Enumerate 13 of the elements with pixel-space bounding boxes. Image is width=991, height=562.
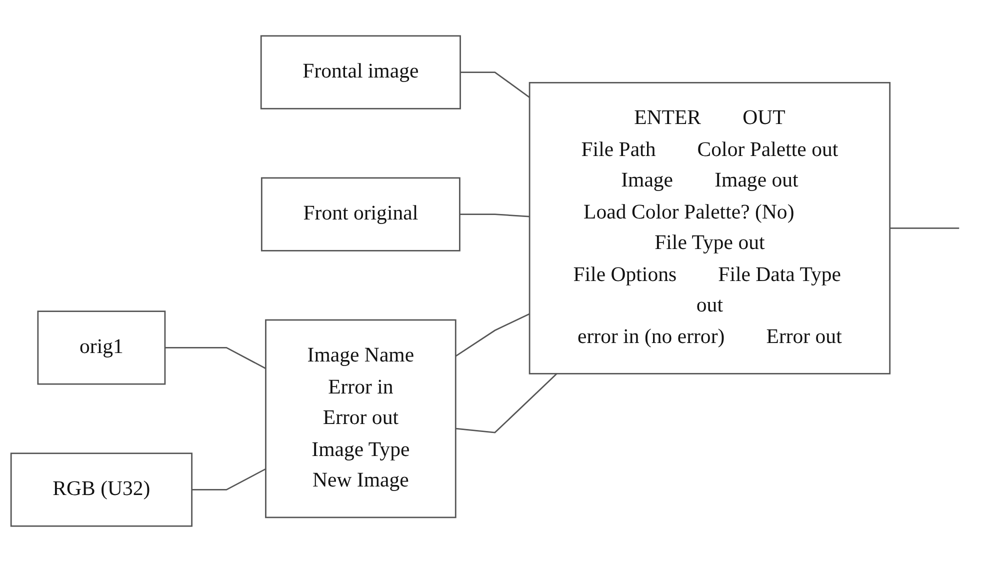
connector — [164, 347, 266, 370]
node-box: ENTER OUT File Path Color Palette out Image Image out Load Color Palette? (No) File Type out File Options File Data Type out error in (no error) Error out — [528, 82, 891, 374]
connector — [456, 373, 558, 434]
connector — [460, 214, 530, 218]
node-box: Frontal image — [260, 35, 461, 110]
connector — [455, 313, 530, 357]
node-box: orig1 — [37, 310, 166, 385]
connector — [460, 72, 530, 98]
node-box: Front original — [260, 177, 460, 252]
node-box: RGB (U32) — [10, 452, 192, 527]
connector — [192, 468, 266, 490]
node-box: Image Name Error in Error out Image Type New Image — [265, 319, 456, 518]
connector — [890, 227, 960, 229]
